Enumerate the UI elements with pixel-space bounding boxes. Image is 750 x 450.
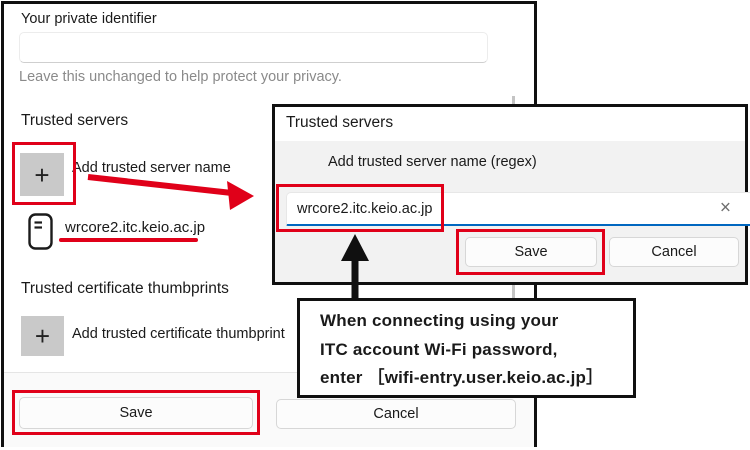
- red-underline: [59, 238, 198, 242]
- server-entry-name: wrcore2.itc.keio.ac.jp: [65, 219, 206, 236]
- note-line-1: When connecting using your: [320, 311, 559, 330]
- private-identifier-label: Your private identifier: [21, 11, 157, 27]
- note-line-3: enter ［wifi-entry.user.keio.ac.jp］: [320, 368, 604, 387]
- note-line-2: ITC account Wi-Fi password,: [320, 339, 558, 359]
- popup-cancel-button[interactable]: Cancel: [609, 237, 739, 267]
- add-thumbprint-button[interactable]: +: [21, 316, 64, 356]
- popup-save-button[interactable]: Save: [465, 237, 597, 267]
- clear-input-icon[interactable]: ×: [719, 197, 731, 218]
- server-entry-icon: [28, 213, 53, 250]
- cancel-button[interactable]: Cancel: [276, 399, 516, 429]
- popup-field-label: Add trusted server name (regex): [328, 154, 537, 170]
- add-trusted-server-label: Add trusted server name: [72, 160, 231, 176]
- popup-input-wrap: ×: [286, 192, 750, 226]
- privacy-hint: Leave this unchanged to help protect you…: [19, 69, 342, 85]
- plus-icon: +: [34, 159, 50, 190]
- instruction-note-box: When connecting using your ITC account W…: [297, 298, 636, 398]
- trusted-servers-heading: Trusted servers: [21, 112, 129, 129]
- thumbprints-heading: Trusted certificate thumbprints: [21, 280, 229, 297]
- plus-icon: +: [34, 321, 51, 351]
- save-button[interactable]: Save: [19, 397, 253, 429]
- add-trusted-server-button[interactable]: +: [20, 153, 64, 196]
- popup-title: Trusted servers: [286, 114, 394, 131]
- add-thumbprint-label: Add trusted certificate thumbprint: [72, 326, 285, 342]
- private-identifier-input[interactable]: [19, 32, 488, 63]
- server-name-input[interactable]: [286, 192, 750, 226]
- trusted-servers-popup: Trusted servers Add trusted server name …: [272, 104, 750, 285]
